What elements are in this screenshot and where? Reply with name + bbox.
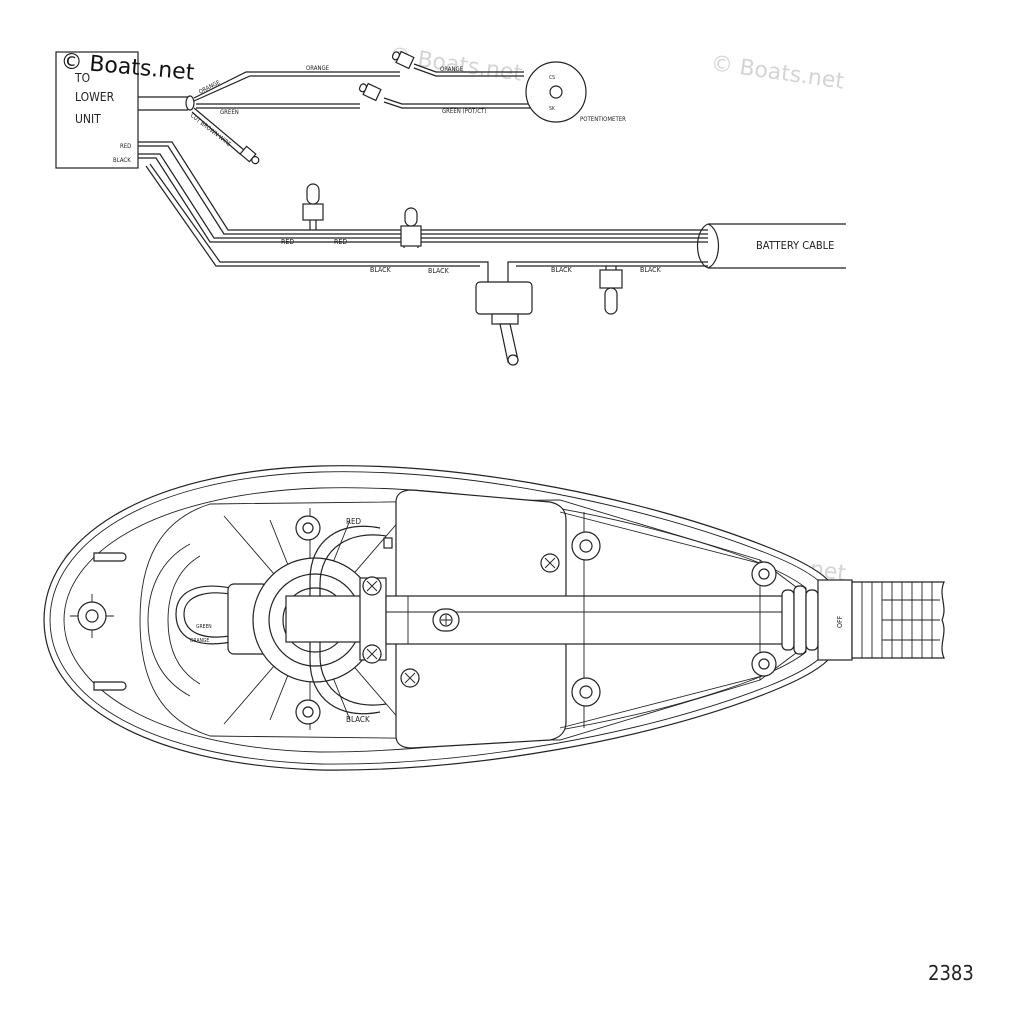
throttle-base bbox=[817, 579, 853, 661]
brown-wire bbox=[191, 111, 241, 155]
black-3-label: BLACK bbox=[551, 266, 573, 274]
diagram-number: 2383 bbox=[928, 961, 974, 985]
red-2-label: RED bbox=[334, 238, 347, 246]
boot-ring bbox=[793, 585, 807, 655]
toggle-switch bbox=[475, 281, 533, 315]
head-off-label: OFF bbox=[836, 615, 844, 628]
junction-connector-cap bbox=[404, 207, 418, 227]
battery-cable-label: BATTERY CABLE bbox=[756, 239, 834, 252]
clamp-screw-marks bbox=[366, 580, 378, 660]
red-wire-2 bbox=[138, 157, 708, 243]
hub-screw-center bbox=[302, 706, 314, 718]
red-branch bbox=[309, 220, 317, 230]
switch-nut bbox=[491, 313, 519, 325]
potentiometer-label: POTENTIOMETER bbox=[580, 116, 626, 123]
black-box-label: BLACK bbox=[113, 157, 131, 164]
battery-cable-end bbox=[707, 223, 720, 269]
lower-unit-label-line1: TO bbox=[74, 71, 90, 85]
frame-screw-center bbox=[579, 685, 593, 699]
orange-connector bbox=[391, 50, 415, 70]
black-2-label: BLACK bbox=[428, 267, 450, 275]
lower-unit-label-line2: LOWER bbox=[75, 90, 115, 104]
head-red-label: RED bbox=[346, 517, 362, 526]
battery-cable-end bbox=[696, 223, 709, 269]
black-connector bbox=[599, 269, 623, 289]
green-left-label: GREEN bbox=[220, 109, 239, 116]
black-wire bbox=[145, 165, 480, 267]
potentiometer-shaft bbox=[549, 85, 563, 99]
pot-terminal-top: CS bbox=[549, 75, 555, 81]
cable-end bbox=[185, 95, 195, 111]
cut-brown-label: CUT BROWN WIRE bbox=[189, 112, 233, 148]
wire-loop-orange bbox=[183, 592, 241, 638]
green-wire-right bbox=[383, 97, 530, 105]
cover-screw-marks bbox=[404, 557, 556, 684]
inner-frame bbox=[167, 555, 201, 685]
switch-lever-tip bbox=[507, 354, 519, 366]
tiller-arm-screw-mark bbox=[441, 615, 451, 625]
frame-screw-center bbox=[758, 658, 770, 670]
wire-loop-green bbox=[175, 585, 241, 645]
head-orange-label: ORANGE bbox=[190, 638, 209, 644]
wire-clip bbox=[383, 537, 393, 549]
head-green-label: GREEN bbox=[196, 624, 212, 630]
lower-unit-label-line3: UNIT bbox=[75, 112, 101, 126]
boot-ring bbox=[781, 589, 795, 651]
junction-connector bbox=[400, 225, 422, 247]
orange-wire-right bbox=[413, 63, 524, 73]
clip-pin bbox=[93, 552, 127, 562]
red-wire bbox=[138, 141, 708, 231]
clip-pin bbox=[93, 681, 127, 691]
pot-terminal-bottom: SK bbox=[549, 106, 556, 112]
battery-cable bbox=[708, 223, 846, 269]
green-pot-label: GREEN (POT/CT) bbox=[442, 108, 486, 115]
red-wire-2 bbox=[138, 153, 708, 239]
switch-leads bbox=[480, 261, 516, 284]
orange-wire bbox=[193, 75, 400, 102]
orange-right-label: ORANGE bbox=[440, 66, 464, 73]
mount-screw-tabs bbox=[70, 594, 114, 638]
orange-diag-label: ORANGE bbox=[198, 79, 222, 96]
brown-wire-cap bbox=[239, 145, 260, 165]
red-1-label: RED bbox=[281, 238, 294, 246]
boot-ring bbox=[805, 589, 819, 651]
orange-wire-right bbox=[413, 67, 524, 77]
orange-top-label: ORANGE bbox=[306, 65, 330, 72]
brown-wire bbox=[193, 107, 245, 151]
frame-screw-center bbox=[579, 539, 593, 553]
head-black-label: BLACK bbox=[346, 715, 370, 724]
throttle-grip-texture bbox=[882, 599, 940, 641]
side-rails bbox=[559, 511, 771, 729]
red-box-label: RED bbox=[120, 143, 131, 150]
orange-wire bbox=[193, 71, 400, 99]
red-wire bbox=[138, 145, 708, 235]
black-wire bbox=[149, 163, 480, 263]
mount-screw-center bbox=[85, 609, 99, 623]
motor-head: GREEN ORANGE RED BLACK bbox=[43, 465, 945, 771]
frame-screw-center bbox=[758, 568, 770, 580]
black-connector-cap bbox=[604, 287, 618, 315]
red-connector bbox=[302, 203, 324, 221]
inner-frame bbox=[147, 543, 191, 697]
black-4-label: BLACK bbox=[640, 266, 662, 274]
green-wire-right bbox=[383, 101, 530, 109]
green-connector bbox=[358, 82, 382, 102]
lower-unit-box bbox=[55, 51, 139, 169]
red-connector-cap bbox=[306, 183, 320, 205]
black-1-label: BLACK bbox=[370, 266, 392, 274]
hub-screw-center bbox=[302, 522, 314, 534]
watermark: © Boats.net bbox=[709, 51, 846, 94]
